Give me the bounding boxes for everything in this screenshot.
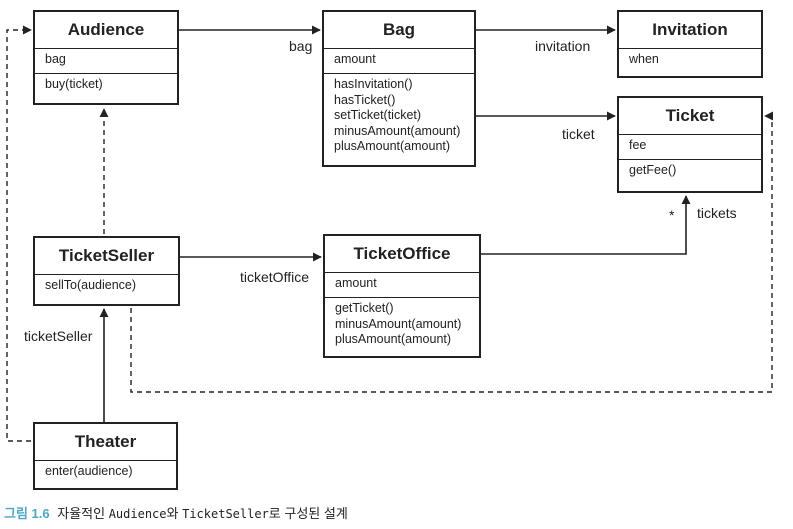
class-theater-methods: enter(audience) — [35, 461, 176, 483]
class-bag-name: Bag — [324, 12, 474, 49]
class-ticketoffice-attributes: amount — [325, 273, 479, 298]
class-ticket: Ticket fee getFee() — [617, 96, 763, 193]
dep-theater-audience — [6, 25, 32, 442]
attribute: when — [629, 52, 659, 66]
method: buy(ticket) — [45, 77, 103, 91]
label-tickets-multiplicity: * — [669, 207, 675, 223]
method: plusAmount(amount) — [334, 139, 451, 153]
class-invitation-name: Invitation — [619, 12, 761, 49]
method: sellTo(audience) — [45, 278, 137, 292]
method: minusAmount(amount) — [335, 316, 462, 331]
label-ticketoffice: ticketOffice — [240, 269, 309, 285]
caption-number: 그림 1.6 — [4, 506, 50, 521]
attribute: amount — [335, 276, 377, 290]
caption-class2: TicketSeller — [182, 507, 269, 521]
class-audience-attributes: bag — [35, 49, 177, 74]
class-theater-name: Theater — [35, 424, 176, 461]
class-bag-methods: hasInvitation() hasTicket() setTicket(ti… — [324, 74, 474, 158]
attribute: amount — [334, 52, 376, 66]
method: hasTicket() — [334, 92, 396, 107]
class-ticketoffice-name: TicketOffice — [325, 236, 479, 273]
assoc-ticketoffice-tickets — [481, 195, 691, 255]
class-invitation-attributes: when — [619, 49, 761, 71]
class-ticket-attributes: fee — [619, 135, 761, 160]
label-ticketseller: ticketSeller — [24, 328, 93, 344]
attribute: fee — [629, 138, 647, 152]
class-audience-methods: buy(ticket) — [35, 74, 177, 96]
method: plusAmount(amount) — [335, 332, 452, 346]
method: enter(audience) — [45, 464, 133, 478]
class-bag-attributes: amount — [324, 49, 474, 74]
caption-text-before: 자율적인 — [57, 506, 106, 521]
caption-connector: 와 — [166, 506, 179, 521]
class-ticketseller-name: TicketSeller — [35, 238, 178, 275]
method: getFee() — [629, 163, 677, 177]
method: hasInvitation() — [334, 77, 413, 91]
label-bag: bag — [289, 38, 313, 54]
label-ticket: ticket — [562, 126, 595, 142]
method: minusAmount(amount) — [334, 123, 461, 138]
class-ticket-methods: getFee() — [619, 160, 761, 182]
class-ticketseller-methods: sellTo(audience) — [35, 275, 178, 297]
class-theater: Theater enter(audience) — [33, 422, 178, 490]
method: getTicket() — [335, 301, 394, 315]
class-ticketseller: TicketSeller sellTo(audience) — [33, 236, 180, 306]
figure-caption: 그림 1.6 자율적인 Audience와 TicketSeller로 구성된 … — [4, 503, 348, 522]
attribute: bag — [45, 52, 66, 66]
class-audience-name: Audience — [35, 12, 177, 49]
class-invitation: Invitation when — [617, 10, 763, 78]
label-invitation: invitation — [535, 38, 591, 54]
caption-class1: Audience — [108, 507, 167, 521]
dep-ticketseller-ticket — [130, 111, 774, 393]
label-tickets: tickets — [697, 205, 737, 221]
caption-text-after: 로 구성된 설계 — [268, 506, 348, 521]
class-ticket-name: Ticket — [619, 98, 761, 135]
class-ticketoffice: TicketOffice amount getTicket() minusAmo… — [323, 234, 481, 358]
method: setTicket(ticket) — [334, 108, 422, 122]
class-bag: Bag amount hasInvitation() hasTicket() s… — [322, 10, 476, 167]
class-audience: Audience bag buy(ticket) — [33, 10, 179, 105]
class-ticketoffice-methods: getTicket() minusAmount(amount) plusAmou… — [325, 298, 479, 351]
